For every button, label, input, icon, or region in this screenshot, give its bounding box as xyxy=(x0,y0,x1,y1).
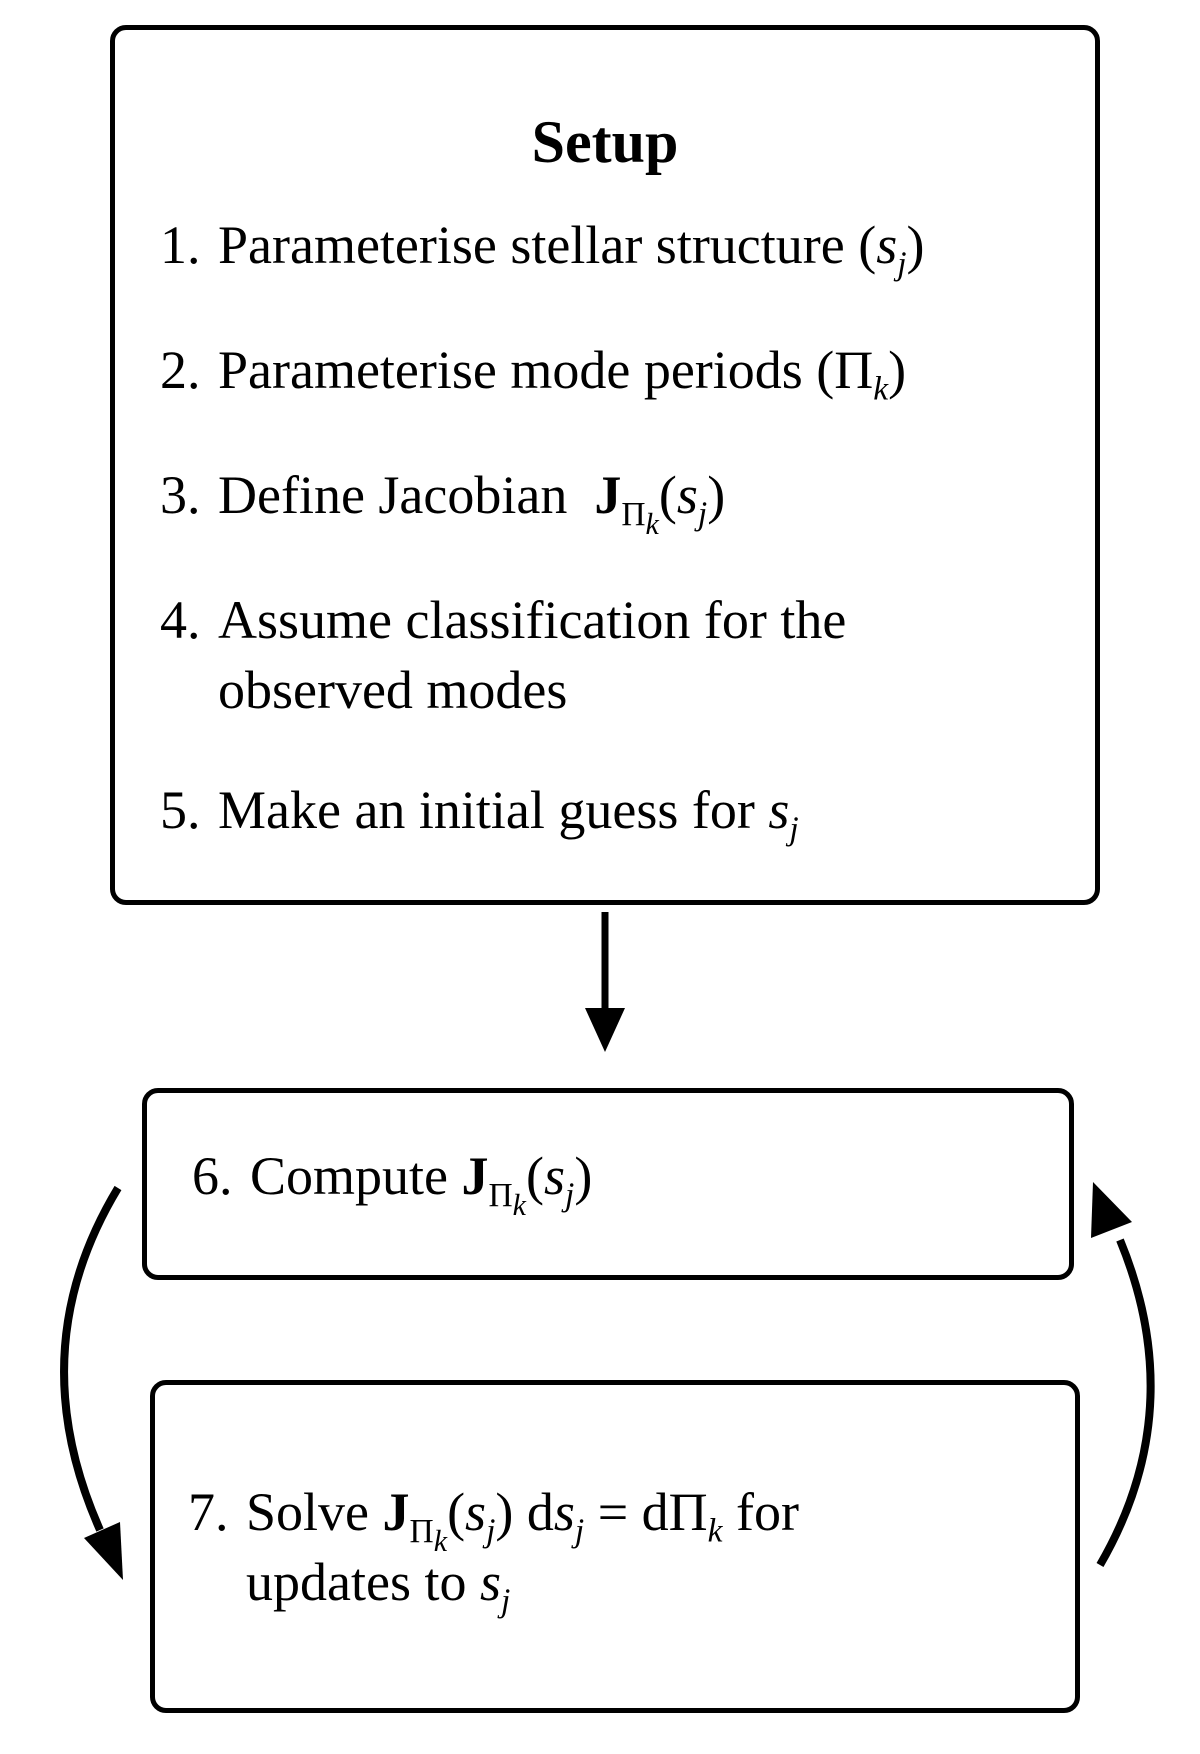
setup-box: Setup 1.Parameterise stellar structure (… xyxy=(110,25,1100,905)
setup-step-1: 1.Parameterise stellar structure (sj) xyxy=(160,215,925,283)
compute-step-6: 6.Compute JΠk(sj) xyxy=(192,1146,593,1222)
arrow-compute-to-solve xyxy=(60,1185,123,1580)
compute-box: 6.Compute JΠk(sj) xyxy=(142,1088,1074,1280)
setup-step-2: 2.Parameterise mode periods (Πk) xyxy=(160,340,907,408)
setup-title: Setup xyxy=(531,109,679,175)
setup-step-5: 5.Make an initial guess for sj xyxy=(160,780,799,848)
solve-box: 7.Solve JΠk(sj) dsj = dΠk for updates to… xyxy=(150,1380,1080,1713)
setup-step-3: 3.Define Jacobian JΠk(sj) xyxy=(160,465,726,541)
arrow-solve-to-compute xyxy=(1091,1182,1155,1568)
setup-step-4: 4.Assume classification for the observed… xyxy=(160,590,847,720)
solve-step-7: 7.Solve JΠk(sj) dsj = dΠk for updates to… xyxy=(188,1482,799,1620)
arrow-setup-to-compute xyxy=(585,912,625,1052)
